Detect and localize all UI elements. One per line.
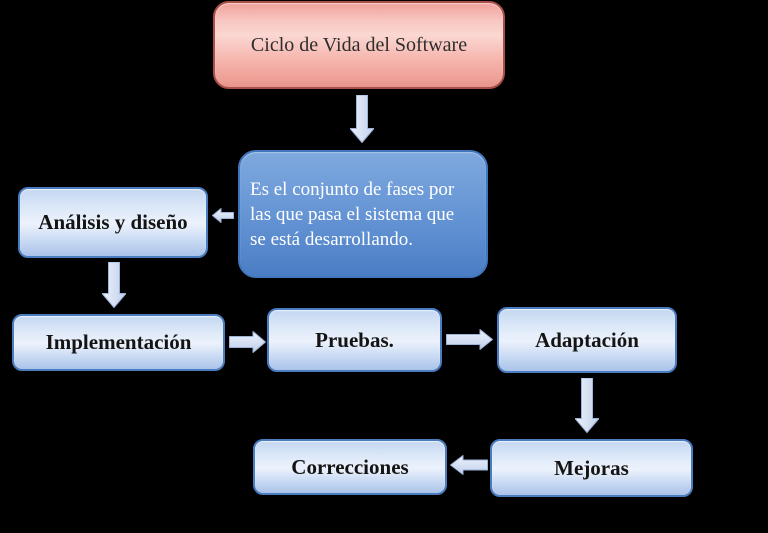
node-analysis-label: Análisis y diseño xyxy=(38,210,188,234)
node-implementation-label: Implementación xyxy=(45,330,192,354)
arrow-description-to-analysis xyxy=(212,208,234,223)
node-implementation: Implementación xyxy=(12,314,225,371)
node-analysis: Análisis y diseño xyxy=(18,187,208,258)
node-improvements-label: Mejoras xyxy=(554,455,629,480)
node-adaptation-label: Adaptación xyxy=(535,327,639,352)
node-improvements: Mejoras xyxy=(490,439,693,497)
node-description: Es el conjunto de fases por las que pasa… xyxy=(238,150,488,278)
arrow-testing-to-adaptation xyxy=(446,329,493,350)
arrow-improvements-to-corrections xyxy=(450,455,488,475)
arrow-implementation-to-testing xyxy=(229,331,266,353)
description-line: Es el conjunto de fases por xyxy=(250,178,455,200)
node-testing-label: Pruebas. xyxy=(315,327,394,352)
node-testing: Pruebas. xyxy=(267,308,442,372)
arrow-adaptation-to-improvements xyxy=(575,378,599,433)
description-line: se está desarrollando. xyxy=(250,228,414,250)
node-corrections-label: Correcciones xyxy=(291,454,409,479)
node-description-text: Es el conjunto de fases por las que pasa… xyxy=(240,177,454,252)
node-title: Ciclo de Vida del Software xyxy=(213,1,505,89)
description-line: las que pasa el sistema que xyxy=(250,203,455,225)
node-adaptation: Adaptación xyxy=(497,307,677,373)
arrow-title-to-description xyxy=(350,95,374,143)
node-corrections: Correcciones xyxy=(253,439,447,495)
node-title-label: Ciclo de Vida del Software xyxy=(250,33,468,56)
arrow-analysis-to-implementation xyxy=(102,262,126,308)
